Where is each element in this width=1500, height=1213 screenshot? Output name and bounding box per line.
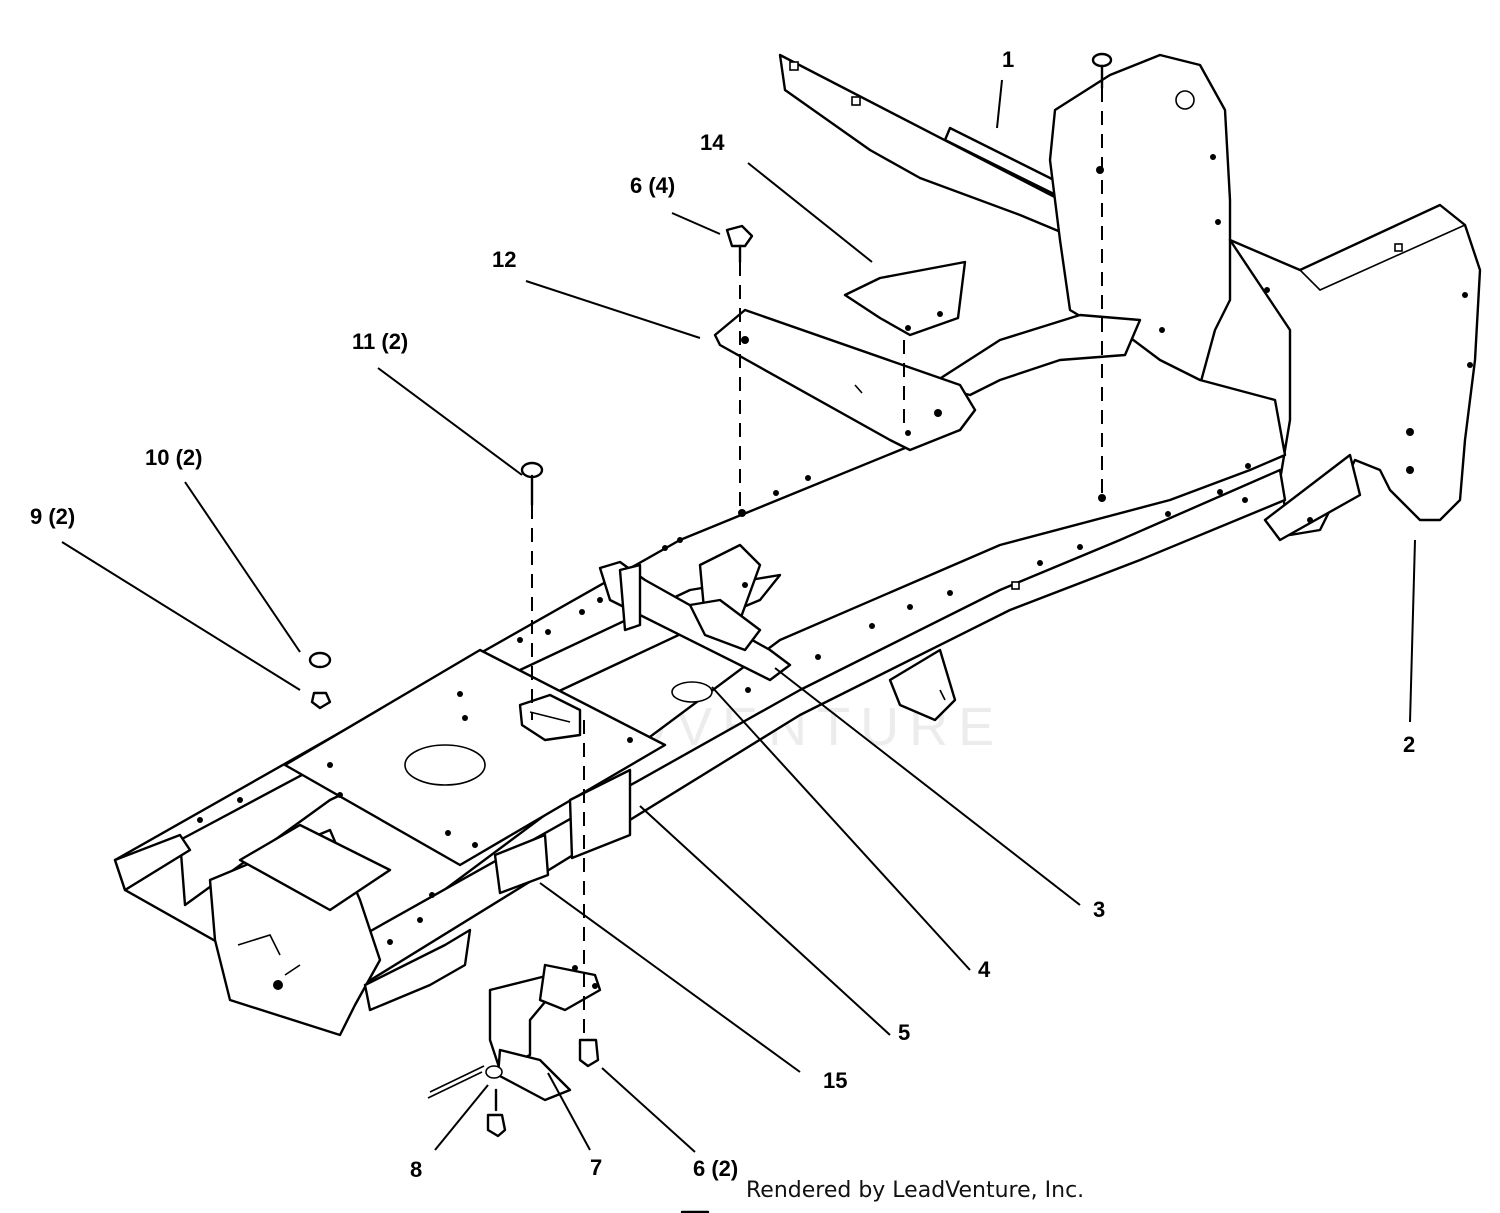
- main-frame: [113, 313, 1287, 1037]
- fastener-6-4-top: [725, 224, 754, 264]
- callout-2: 2: [1403, 732, 1415, 757]
- part-8-hardware: [427, 1065, 507, 1138]
- part-14-bracket: [843, 260, 967, 337]
- callout-8: 8: [410, 1157, 422, 1182]
- callout-labels: 1 2 3 4 5 6 (4) 6 (2) 7 8 9 (2) 10 (2) 1…: [30, 47, 1415, 1182]
- leader-lines: [61, 79, 1416, 1153]
- fastener-11-bolt: [520, 461, 544, 507]
- callout-5: 5: [898, 1020, 910, 1045]
- install-lines: [531, 88, 1103, 1040]
- part-12-top-plate: [713, 308, 977, 452]
- callout-6-2: 6 (2): [693, 1156, 738, 1181]
- callout-4: 4: [978, 957, 991, 982]
- callout-3: 3: [1093, 897, 1105, 922]
- callout-1: 1: [1002, 47, 1014, 72]
- callout-6-4: 6 (4): [630, 173, 675, 198]
- callout-9-2: 9 (2): [30, 504, 75, 529]
- footer-credit: Rendered by LeadVenture, Inc.: [746, 1178, 1085, 1203]
- callout-10-2: 10 (2): [145, 445, 202, 470]
- callout-14: 14: [700, 130, 725, 155]
- part-2-side-plate: [1228, 203, 1482, 542]
- part-3-4-5-center-bracket: [518, 543, 957, 742]
- callout-7: 7: [590, 1155, 602, 1180]
- callout-11-2: 11 (2): [352, 329, 408, 354]
- fastener-6-2-bottom: [578, 1038, 600, 1068]
- fastener-9-10-nut-washer: [308, 651, 332, 710]
- callout-15: 15: [823, 1068, 847, 1093]
- callout-12: 12: [492, 247, 516, 272]
